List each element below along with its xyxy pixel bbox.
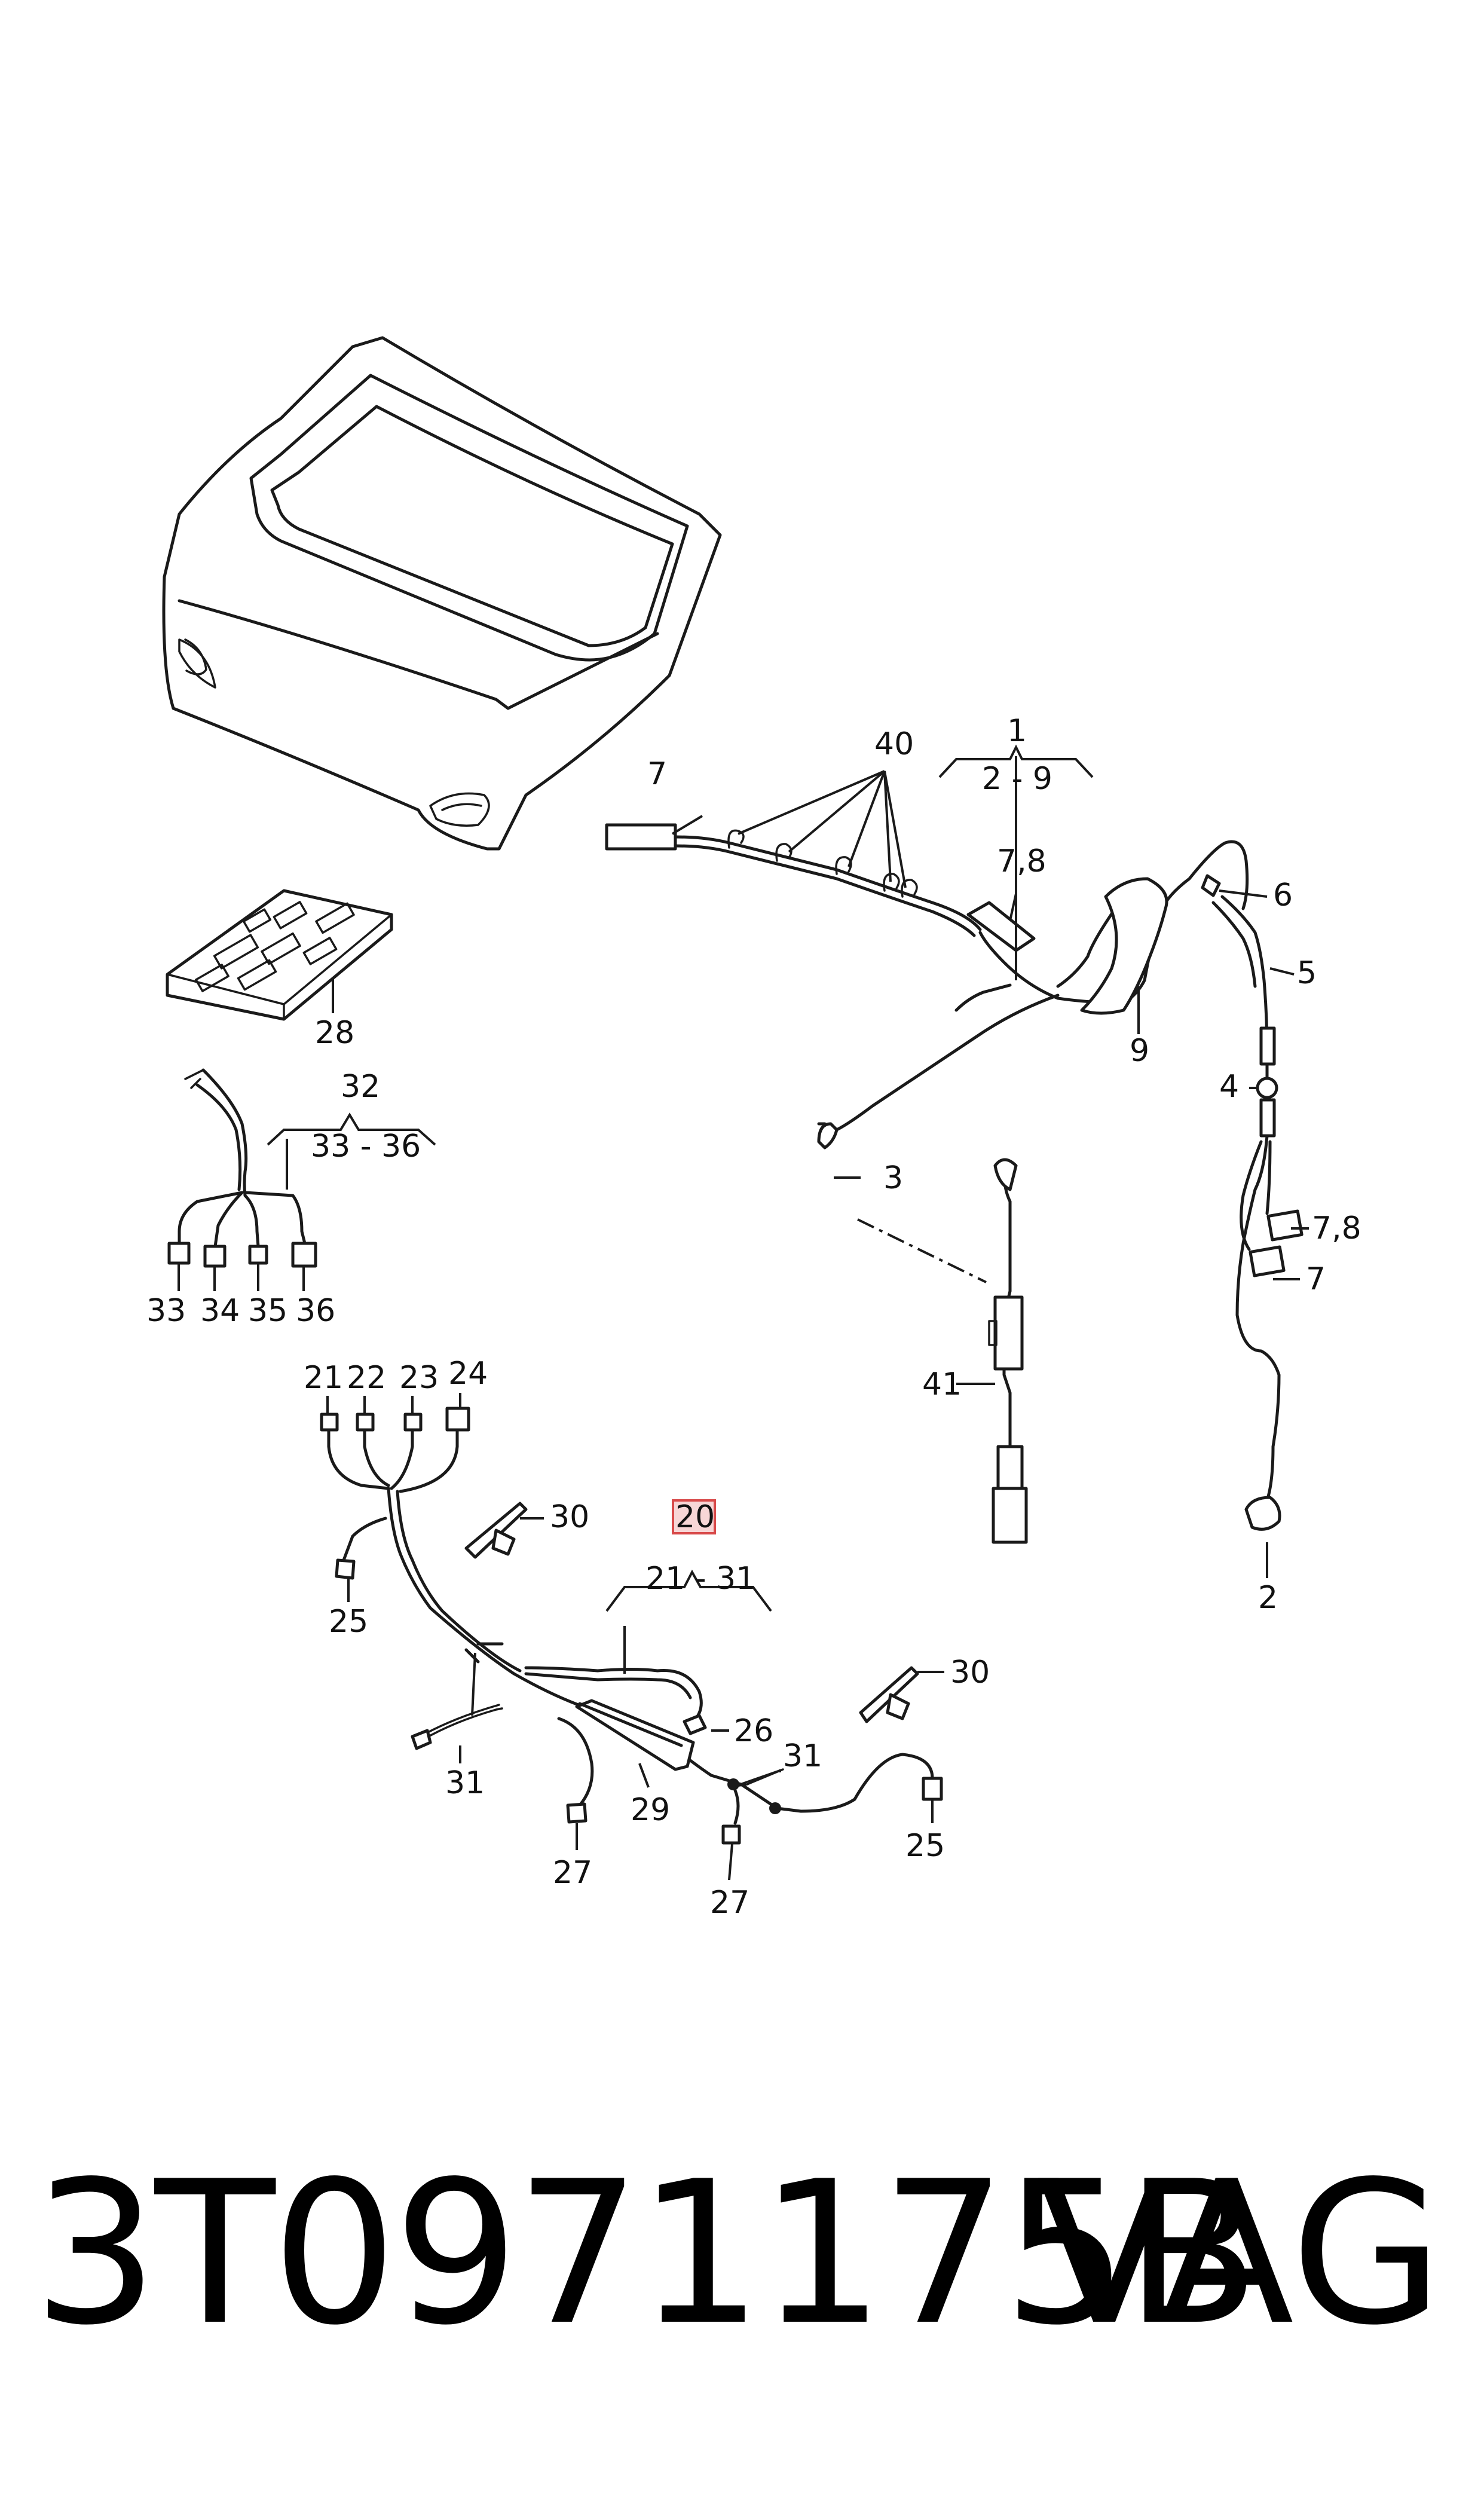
label-22: 22 bbox=[347, 1360, 386, 1396]
label-21-31: 21 - 31 bbox=[645, 1561, 755, 1597]
harness-1 bbox=[605, 756, 1309, 1578]
label-9: 9 bbox=[1130, 1033, 1149, 1069]
label-41: 41 bbox=[922, 1366, 962, 1402]
label-1: 1 bbox=[1007, 713, 1027, 749]
label-3: 3 bbox=[883, 1160, 903, 1196]
label-7-8-b: 7,8 bbox=[1312, 1210, 1361, 1246]
part-labels: 1 2 - 9 40 7 7,8 6 5 9 4 7,8 7 2 3 41 28… bbox=[146, 713, 1361, 1921]
label-27-right: 27 bbox=[710, 1885, 749, 1921]
tailgate-illustration bbox=[162, 336, 722, 851]
label-35: 35 bbox=[248, 1293, 287, 1329]
harness-20 bbox=[320, 1393, 944, 1881]
footer: 3T0971175B VAG bbox=[33, 2128, 1455, 2379]
label-7-8: 7,8 bbox=[997, 843, 1047, 879]
label-32: 32 bbox=[341, 1069, 380, 1105]
label-4: 4 bbox=[1219, 1069, 1239, 1105]
label-33-36: 33 - 36 bbox=[311, 1129, 421, 1164]
label-31-right: 31 bbox=[783, 1738, 822, 1774]
label-25-left: 25 bbox=[329, 1604, 368, 1640]
label-27-left: 27 bbox=[553, 1855, 592, 1891]
label-30-top: 30 bbox=[550, 1499, 589, 1535]
label-36: 36 bbox=[296, 1293, 335, 1329]
label-2-9: 2 - 9 bbox=[982, 761, 1052, 797]
label-33: 33 bbox=[146, 1293, 186, 1329]
label-31-left: 31 bbox=[445, 1765, 485, 1801]
label-28: 28 bbox=[315, 1015, 354, 1051]
label-25-right: 25 bbox=[905, 1828, 945, 1864]
label-7: 7 bbox=[647, 756, 667, 792]
highlight-box-20 bbox=[672, 1499, 716, 1534]
label-34: 34 bbox=[200, 1293, 240, 1329]
label-26: 26 bbox=[734, 1713, 773, 1749]
label-6: 6 bbox=[1273, 878, 1293, 913]
label-5: 5 bbox=[1297, 955, 1317, 991]
label-30-right: 30 bbox=[950, 1655, 990, 1690]
label-23: 23 bbox=[399, 1360, 439, 1396]
label-29: 29 bbox=[631, 1792, 670, 1828]
label-2: 2 bbox=[1258, 1580, 1278, 1616]
label-sheet-part-28 bbox=[166, 889, 393, 1021]
label-7-b: 7 bbox=[1306, 1261, 1326, 1297]
harness-32 bbox=[167, 1068, 436, 1291]
label-40: 40 bbox=[874, 726, 914, 762]
label-24: 24 bbox=[448, 1356, 488, 1392]
bracket-1 bbox=[938, 744, 1094, 778]
part-number: 3T0971175B bbox=[33, 2139, 1260, 2368]
brand-name: VAG bbox=[1036, 2139, 1443, 2368]
label-20: 20 bbox=[675, 1499, 715, 1535]
label-21: 21 bbox=[304, 1360, 343, 1396]
